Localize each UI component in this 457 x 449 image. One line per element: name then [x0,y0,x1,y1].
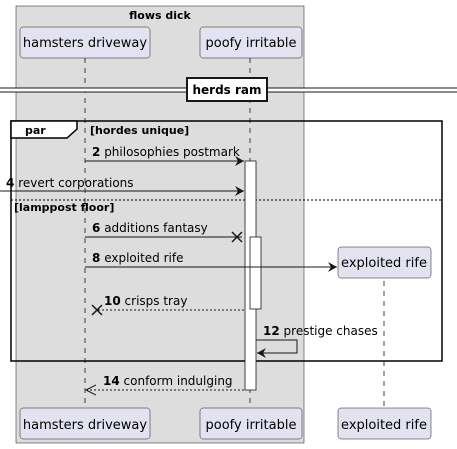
svg-text:4 revert corporations: 4 revert corporations [6,176,134,190]
divider-label: herds ram [192,83,261,97]
participant-poofy-irritable-top[interactable]: poofy irritable [199,26,303,59]
participant-hamsters-driveway-top[interactable]: hamsters driveway [19,26,151,59]
svg-text:2 philosophies postmark: 2 philosophies postmark [92,145,240,159]
message-text: exploited rife [104,251,183,265]
message-number: 6 [92,221,100,235]
svg-text:14 conform indulging: 14 conform indulging [103,374,233,388]
message-10: 10 crisps tray [91,294,244,316]
message-8: 8 exploited rife [85,251,337,272]
message-number: 12 [263,324,280,338]
participant-label: exploited rife [341,418,427,433]
box-title: flows dick [129,9,191,22]
participant-label: hamsters driveway [23,36,147,51]
participant-exploited-rife-bottom[interactable]: exploited rife [337,407,432,440]
divider: herds ram [0,77,457,102]
participant-label: exploited rife [341,256,427,271]
fragment-guard-1: [hordes unique] [90,124,189,137]
participant-label: hamsters driveway [23,418,147,433]
message-text: prestige chases [284,324,378,338]
svg-text:12 prestige chases: 12 prestige chases [263,324,378,338]
activation-poofy-irritable-2 [249,236,262,310]
message-text: crisps tray [125,294,188,308]
svg-text:6 additions fantasy: 6 additions fantasy [92,221,208,235]
message-number: 2 [92,145,100,159]
participant-label: poofy irritable [206,36,297,51]
fragment-guard-2: [lamppost floor] [14,201,114,214]
destroy-x-icon [91,304,103,316]
message-12: 12 prestige chases [256,324,378,358]
message-text: conform indulging [124,374,233,388]
participant-label: poofy irritable [206,418,297,433]
participant-exploited-rife-top[interactable]: exploited rife [337,246,432,279]
svg-text:8 exploited rife: 8 exploited rife [92,251,183,265]
message-number: 14 [103,374,120,388]
par-fragment: par [hordes unique] [lamppost floor] [10,120,443,362]
message-text: additions fantasy [104,221,208,235]
participant-poofy-irritable-bottom[interactable]: poofy irritable [199,407,303,440]
fragment-keyword: par [25,124,46,137]
message-number: 10 [104,294,121,308]
message-6: 6 additions fantasy [85,221,243,243]
message-text: revert corporations [18,176,133,190]
participant-hamsters-driveway-bottom[interactable]: hamsters driveway [19,407,151,440]
message-number: 4 [6,176,14,190]
message-14: 14 conform indulging [86,374,244,390]
message-number: 8 [92,251,100,265]
svg-text:10 crisps tray: 10 crisps tray [104,294,187,308]
message-4: 4 revert corporations [0,176,244,196]
message-text: philosophies postmark [104,145,240,159]
destroy-x-icon [231,231,243,243]
message-2: 2 philosophies postmark [85,145,244,166]
